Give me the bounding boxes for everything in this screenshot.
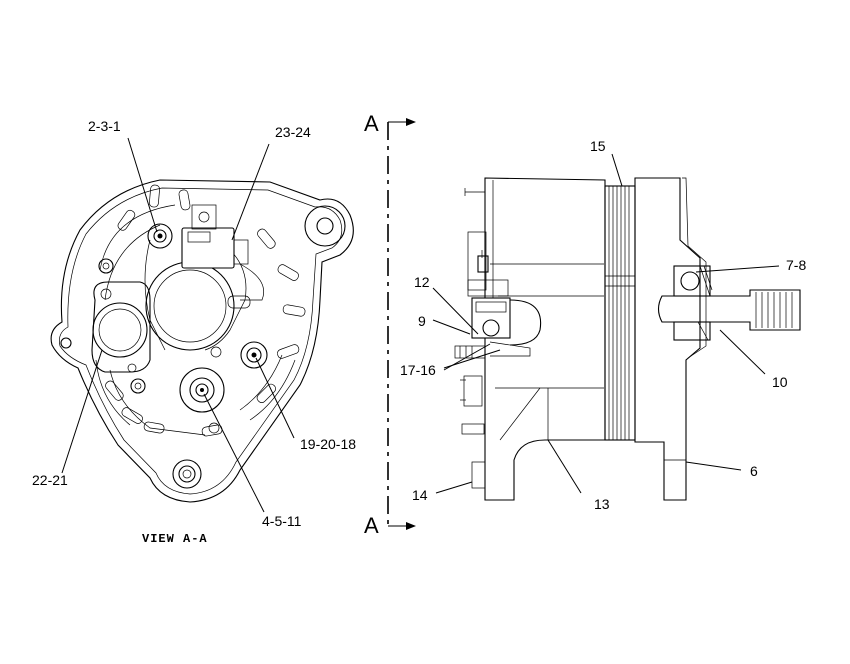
callout-14: 14	[412, 487, 428, 503]
stator-laminations	[604, 185, 636, 441]
callout-10: 10	[772, 374, 788, 390]
regulator-block	[181, 204, 264, 309]
end-view-a-a	[50, 137, 354, 513]
section-line-a-a	[387, 118, 416, 530]
callout-7-8: 7-8	[786, 257, 806, 273]
vent-slots	[105, 184, 306, 437]
callout-2-3-1: 2-3-1	[88, 118, 121, 134]
callout-6: 6	[750, 463, 758, 479]
callout-4-5-11: 4-5-11	[262, 513, 302, 529]
callout-9: 9	[418, 313, 426, 329]
section-marker-bottom: A	[364, 513, 379, 538]
callout-22-21: 22-21	[32, 472, 68, 488]
side-section-view	[432, 153, 801, 501]
view-label: VIEW A-A	[142, 532, 208, 546]
callout-23-24: 23-24	[275, 124, 311, 140]
rear-bearing-assembly	[454, 231, 542, 489]
callout-labels: 2-3-1 23-24 22-21 19-20-18 4-5-11 VIEW A…	[32, 111, 806, 546]
section-marker-top: A	[364, 111, 379, 136]
callout-19-20-18: 19-20-18	[300, 436, 356, 452]
callout-17-16: 17-16	[400, 362, 436, 378]
callout-13: 13	[594, 496, 610, 512]
drive-shaft	[657, 289, 801, 331]
callout-12: 12	[414, 274, 430, 290]
callout-15: 15	[590, 138, 606, 154]
